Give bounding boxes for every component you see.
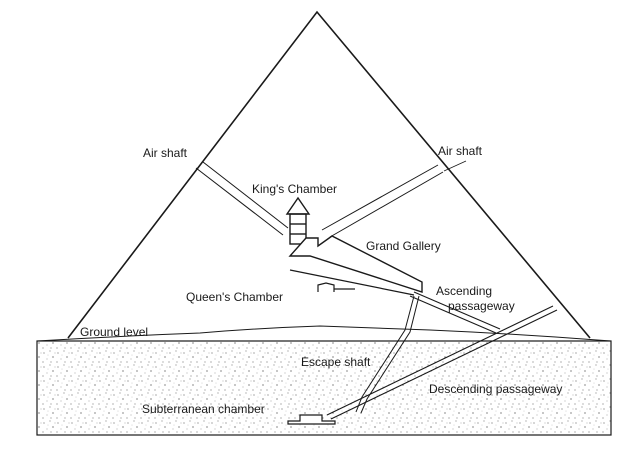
label-subterranean-chamber: Subterranean chamber xyxy=(142,402,265,416)
label-ground-level: Ground level xyxy=(80,325,149,339)
air-shaft-right xyxy=(321,164,444,238)
kings-chamber-symbol xyxy=(285,196,311,245)
label-kings-chamber: King's Chamber xyxy=(252,182,337,196)
label-ascending-line2: passageway xyxy=(448,299,515,313)
subterranean-chamber-symbol xyxy=(287,414,336,425)
pyramid-outline xyxy=(67,10,591,339)
label-air-shaft-right: Air shaft xyxy=(438,144,483,158)
grand-gallery xyxy=(288,235,423,293)
queens-chamber-corridor xyxy=(289,269,415,296)
label-grand-gallery: Grand Gallery xyxy=(366,239,441,253)
descending-passageway xyxy=(326,305,558,420)
label-air-shaft-left: Air shaft xyxy=(143,146,188,160)
air-shaft-left xyxy=(195,161,289,236)
label-escape-shaft: Escape shaft xyxy=(301,355,371,369)
label-descending-passageway: Descending passageway xyxy=(429,382,563,396)
ascending-passageway xyxy=(409,291,501,334)
ground-surface xyxy=(36,325,612,342)
ground-block xyxy=(36,340,612,436)
queens-chamber-symbol xyxy=(317,282,355,292)
label-ascending-line1: Ascending xyxy=(436,284,493,298)
air-shaft-right-leader xyxy=(443,160,467,172)
label-queens-chamber: Queen's Chamber xyxy=(186,290,284,304)
escape-shaft xyxy=(355,295,420,414)
